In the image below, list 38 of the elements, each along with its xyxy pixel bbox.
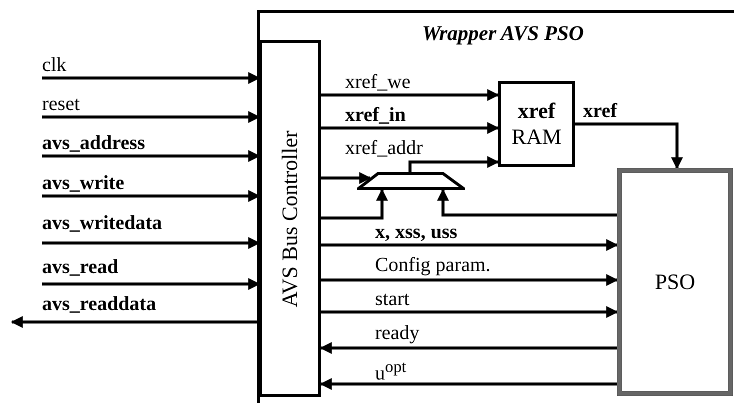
signal-arrow	[321, 274, 618, 286]
block-title: AVS Bus Controller	[277, 130, 303, 307]
signal-arrow	[320, 378, 617, 390]
signal-arrow	[321, 122, 500, 134]
signal-label: start	[375, 288, 410, 310]
signal-label: avs_read	[42, 256, 118, 278]
signal-arrow	[437, 188, 617, 216]
signal-label: Config param.	[375, 254, 491, 276]
signal-label: reset	[42, 93, 80, 115]
signal-label: xref	[583, 100, 618, 122]
signal-label: u$^{opt}$	[375, 356, 406, 385]
signal-label: ready	[375, 322, 420, 344]
signal-label: avs_writedata	[42, 212, 162, 234]
signal-arrow	[408, 156, 500, 172]
signal-label: clk	[42, 54, 66, 76]
signal-label: x, xss, uss	[375, 221, 458, 243]
signal-label: xref_in	[345, 104, 406, 126]
signal-arrow	[321, 239, 618, 251]
controller-block	[259, 40, 321, 397]
signal-arrow	[321, 188, 388, 220]
signal-label: xref_we	[345, 71, 411, 93]
signal-label: xref_addr	[345, 137, 423, 159]
signal-label: avs_readdata	[42, 293, 156, 315]
signal-label: avs_address	[42, 132, 145, 154]
signal-arrow	[320, 342, 617, 354]
group-title: Wrapper AVS PSO	[422, 21, 584, 46]
wrapper-block	[257, 10, 734, 403]
signal-arrow	[321, 89, 500, 101]
signal-arrow	[321, 172, 372, 184]
block-title: xref RAM	[510, 98, 563, 150]
signal-arrow	[575, 122, 683, 170]
block-title: PSO	[654, 269, 696, 295]
pso-block	[617, 168, 733, 396]
multiplexer-symbol	[357, 172, 465, 190]
ram-block	[498, 81, 575, 167]
signal-arrow	[321, 306, 618, 318]
signal-arrow	[10, 316, 259, 328]
signal-label: avs_write	[42, 172, 124, 194]
